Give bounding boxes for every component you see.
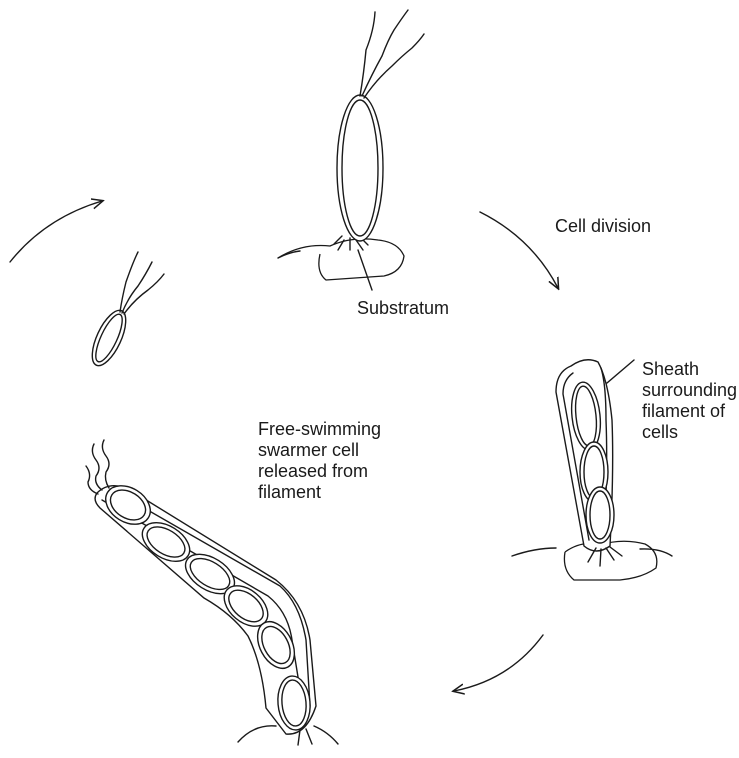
sheath-label-line-4: cells (642, 422, 737, 443)
flagella-swimmer (120, 252, 164, 314)
swarmer-label-line-1: Free-swimming (258, 419, 381, 440)
sheath-label-line-3: filament of (642, 401, 737, 422)
cell-division-label: Cell division (555, 216, 651, 237)
sheath-label-line-2: surrounding (642, 380, 737, 401)
swarmer-label-line-4: filament (258, 482, 381, 503)
cycle-arrow-release (454, 635, 543, 691)
free-swimming-cell (85, 252, 164, 370)
cycle-arrow-cell-division (480, 212, 558, 288)
sheath-pointer (607, 360, 634, 383)
flagella-swarmer (86, 440, 109, 494)
sheath-label: Sheath surrounding filament of cells (642, 359, 737, 443)
cycle-arrow-to-attached (10, 201, 102, 262)
sheath-label-line-1: Sheath (642, 359, 737, 380)
filament-cell-3 (586, 487, 614, 543)
swarmer-label-line-3: released from (258, 461, 381, 482)
substratum-label: Substratum (357, 298, 449, 319)
swarmer-label: Free-swimming swarmer cell released from… (258, 419, 381, 503)
flagella-top (360, 10, 424, 98)
attached-cell (337, 95, 383, 241)
attached-cell-group (278, 10, 424, 290)
swarmer-label-line-2: swarmer cell (258, 440, 381, 461)
